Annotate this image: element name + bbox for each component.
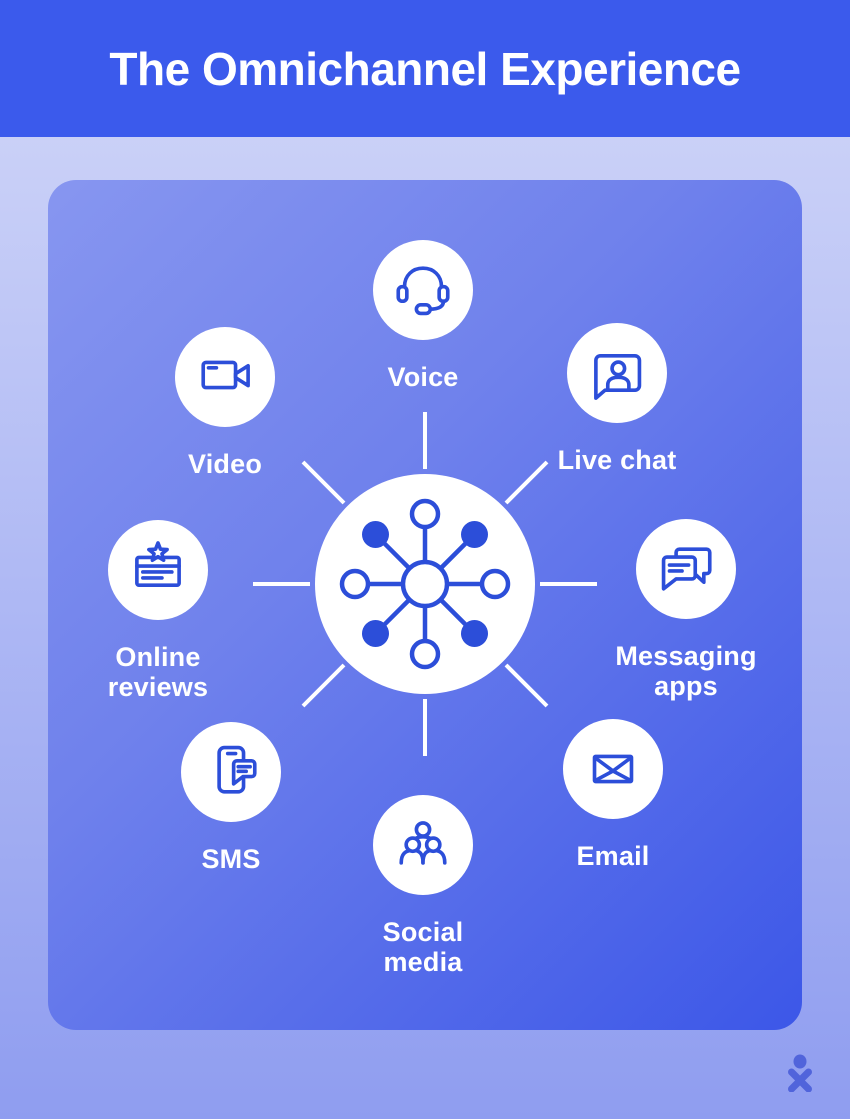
channel-label: Video — [187, 449, 263, 479]
channel-voice: Voice — [348, 240, 498, 392]
headset-icon — [396, 266, 450, 316]
spoke-line-nw — [301, 460, 346, 505]
channel-label: Online reviews — [107, 642, 209, 702]
channel-video: Video — [150, 327, 300, 479]
channel-label: Social media — [382, 917, 464, 977]
phone-message-icon — [217, 745, 257, 794]
header-banner: The Omnichannel Experience — [0, 0, 850, 137]
channel-circle — [567, 323, 667, 423]
channel-circle — [181, 722, 281, 822]
video-camera-icon — [201, 360, 250, 390]
channel-circle — [175, 327, 275, 427]
spoke-line-se — [504, 663, 549, 708]
channel-label: Email — [576, 841, 650, 871]
channel-label: SMS — [201, 844, 261, 874]
channel-social-media: Social media — [348, 795, 498, 977]
channel-label: Live chat — [557, 445, 677, 475]
people-group-icon — [399, 821, 447, 865]
network-hub-icon — [339, 498, 511, 670]
channel-circle — [108, 520, 208, 620]
channel-circle — [563, 719, 663, 819]
hub-spoke-lines — [253, 412, 597, 756]
channel-sms: SMS — [156, 722, 306, 874]
page-title: The Omnichannel Experience — [109, 42, 741, 95]
channel-label: Voice — [387, 362, 459, 392]
people-group-icon-wrap — [373, 795, 473, 895]
channel-circle — [373, 240, 473, 340]
channel-email: Email — [538, 719, 688, 871]
spoke-line-sw — [301, 663, 346, 708]
envelope-icon — [592, 754, 634, 784]
person-x-logo-icon — [786, 1054, 814, 1093]
diagram-panel: Voice Live chat — [48, 180, 802, 1030]
spoke-line-ne — [504, 460, 549, 505]
central-hub-circle — [315, 474, 535, 694]
review-card-star-icon — [135, 541, 181, 587]
channel-label: Messaging apps — [615, 641, 757, 701]
channel-circle — [636, 519, 736, 619]
chat-person-icon — [594, 354, 642, 400]
chat-bubbles-icon — [661, 547, 712, 591]
channel-online-reviews: Online reviews — [83, 520, 233, 702]
channel-live-chat: Live chat — [542, 323, 692, 475]
channel-messaging-apps: Messaging apps — [611, 519, 761, 701]
